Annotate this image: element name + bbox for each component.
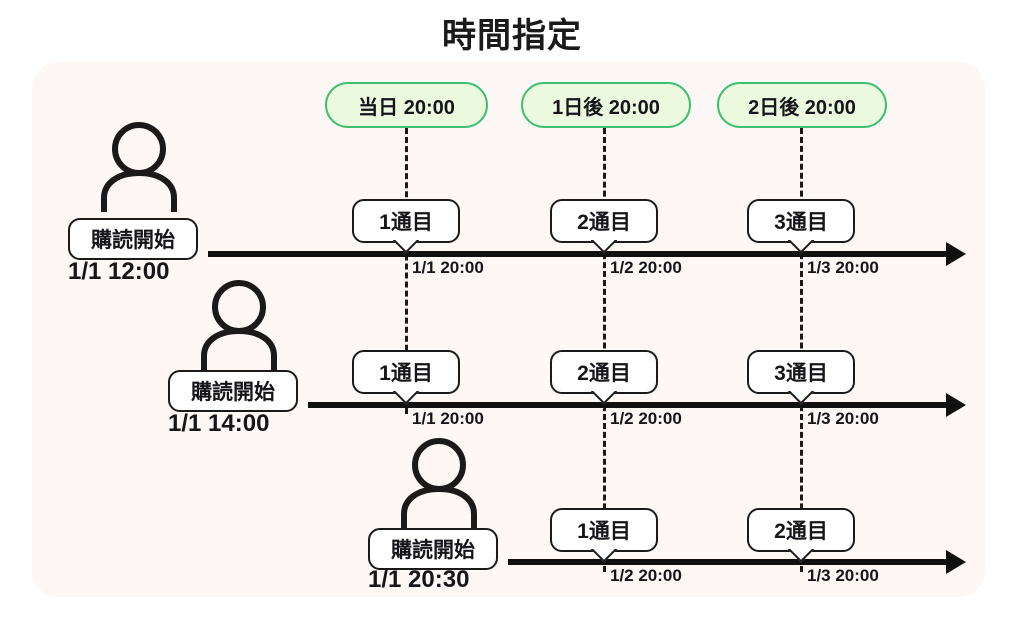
subscription-start-time-3: 1/1 20:30 <box>368 566 470 593</box>
subscription-start-time-2: 1/1 14:00 <box>168 410 270 437</box>
schedule-connector-line-1 <box>405 128 408 414</box>
message-bubble-tail <box>591 240 617 254</box>
message-bubble-tail <box>788 391 814 405</box>
message-time-3-2: 1/3 20:00 <box>807 566 879 585</box>
message-bubble-tail <box>591 549 617 563</box>
timeline-arrowhead-3 <box>946 550 966 574</box>
subscription-start-pill-2: 購読開始 <box>168 370 298 412</box>
subscription-start-time-1: 1/1 12:00 <box>68 258 170 285</box>
message-bubble-tail <box>788 240 814 254</box>
message-bubble-label: 3通目 <box>774 211 828 234</box>
message-time-1-1: 1/1 20:00 <box>412 258 484 277</box>
message-bubble-tail <box>591 391 617 405</box>
message-bubble-label: 2通目 <box>577 362 631 385</box>
schedule-pill-2: 1日後 20:00 <box>521 82 691 128</box>
subscription-start-label: 購読開始 <box>191 381 275 404</box>
message-time-2-1: 1/1 20:00 <box>412 409 484 428</box>
message-bubble-1-1: 1通目 <box>352 199 460 243</box>
message-bubble-3-2: 2通目 <box>747 508 855 552</box>
message-bubble-label: 2通目 <box>577 211 631 234</box>
message-bubble-1-2: 2通目 <box>550 199 658 243</box>
person-icon-2 <box>196 278 282 373</box>
message-bubble-label: 1通目 <box>379 362 433 385</box>
message-bubble-tail <box>393 240 419 254</box>
schedule-pill-label: 1日後 20:00 <box>552 96 660 119</box>
message-time-2-3: 1/3 20:00 <box>807 409 879 428</box>
diagram-panel <box>32 62 985 597</box>
schedule-pill-label: 2日後 20:00 <box>748 96 856 119</box>
person-icon-3 <box>396 436 482 531</box>
message-bubble-tail <box>393 391 419 405</box>
message-bubble-2-3: 3通目 <box>747 350 855 394</box>
timeline-arrowhead-1 <box>946 242 966 266</box>
message-time-1-2: 1/2 20:00 <box>610 258 682 277</box>
schedule-pill-1: 当日 20:00 <box>325 82 488 128</box>
subscription-start-pill-1: 購読開始 <box>68 218 198 260</box>
message-time-1-3: 1/3 20:00 <box>807 258 879 277</box>
message-bubble-1-3: 3通目 <box>747 199 855 243</box>
schedule-pill-label: 当日 20:00 <box>358 96 455 119</box>
message-time-3-1: 1/2 20:00 <box>610 566 682 585</box>
subscription-start-label: 購読開始 <box>391 539 475 562</box>
schedule-pill-3: 2日後 20:00 <box>717 82 887 128</box>
timeline-axis-2 <box>308 402 946 408</box>
subscription-start-pill-3: 購読開始 <box>368 528 498 570</box>
message-time-2-2: 1/2 20:00 <box>610 409 682 428</box>
message-bubble-label: 1通目 <box>577 520 631 543</box>
timeline-axis-3 <box>508 559 946 565</box>
message-bubble-3-1: 1通目 <box>550 508 658 552</box>
person-icon-1 <box>96 120 182 215</box>
message-bubble-label: 1通目 <box>379 211 433 234</box>
page-title: 時間指定 <box>442 17 582 55</box>
message-bubble-label: 3通目 <box>774 362 828 385</box>
message-bubble-2-2: 2通目 <box>550 350 658 394</box>
message-bubble-label: 2通目 <box>774 520 828 543</box>
subscription-start-label: 購読開始 <box>91 229 175 252</box>
message-bubble-tail <box>788 549 814 563</box>
timeline-arrowhead-2 <box>946 393 966 417</box>
message-bubble-2-1: 1通目 <box>352 350 460 394</box>
timeline-axis-1 <box>208 251 946 257</box>
